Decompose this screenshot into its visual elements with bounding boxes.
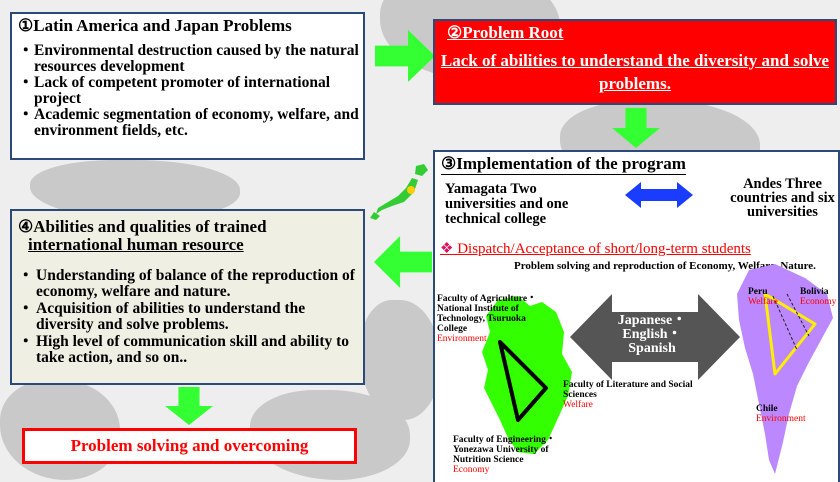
chile-field: Environment xyxy=(756,414,806,424)
agriculture-field: Environment xyxy=(437,334,487,344)
engineering-label: Faculty of Engineering・Yonezawa Universi… xyxy=(453,435,585,475)
problem-root-box: ②Problem Root Lack of abilities to under… xyxy=(433,19,837,105)
engineering-field: Economy xyxy=(453,465,490,475)
bolivia-field: Economy xyxy=(800,297,837,307)
japan-map-icon xyxy=(370,164,428,220)
chile-label: Chile Environment xyxy=(756,404,806,424)
andes-label: Andes Three countries and six universiti… xyxy=(730,176,835,220)
box4-title: ④Abilities and qualities of trained inte… xyxy=(18,218,358,254)
box3-title: ③Implementation of the program xyxy=(441,154,686,175)
language-double-arrow xyxy=(570,294,740,380)
box5-text: Problem solving and overcoming xyxy=(70,436,309,455)
peru-name: Peru xyxy=(748,287,768,297)
box2-body: Lack of abilities to understand the dive… xyxy=(440,51,830,93)
list-item: High level of communication skill and ab… xyxy=(18,334,362,366)
box2-title: ②Problem Root xyxy=(447,23,564,42)
agriculture-name: Faculty of Agriculture・National Institut… xyxy=(437,294,537,334)
literature-label: Faculty of Literature and Social Science… xyxy=(563,380,695,410)
chile-name: Chile xyxy=(756,404,778,414)
list-item: Acquisition of abilities to understand t… xyxy=(18,301,362,333)
literature-name: Faculty of Literature and Social Science… xyxy=(563,380,693,400)
list-item: Understanding of balance of the reproduc… xyxy=(18,268,362,300)
peru-field: Welfare xyxy=(748,297,778,307)
problem-solving-text: Problem solving and reproduction of Econ… xyxy=(514,260,816,272)
list-item: Environmental destruction caused by the … xyxy=(18,43,362,75)
double-arrow-icon xyxy=(625,182,693,208)
agriculture-label: Faculty of Agriculture・National Institut… xyxy=(437,294,555,344)
diamond-bullet-icon: ❖ xyxy=(440,241,454,257)
yamagata-label: Yamagata Two universities and one techni… xyxy=(445,181,569,227)
problems-list: Environmental destruction caused by the … xyxy=(18,43,362,139)
problem-solving-box: Problem solving and overcoming xyxy=(22,428,357,464)
latin-america-japan-problems-box: ①Latin America and Japan Problems Enviro… xyxy=(10,12,365,160)
box1-title: ①Latin America and Japan Problems xyxy=(18,16,292,35)
literature-field: Welfare xyxy=(563,400,593,410)
box4-title-line2: international human resource xyxy=(28,235,244,254)
list-item: Academic segmentation of economy, welfar… xyxy=(18,107,362,139)
abilities-qualities-box: ④Abilities and qualities of trained inte… xyxy=(10,209,365,385)
dispatch-line: ❖ Dispatch/Acceptance of short/long-term… xyxy=(440,239,751,258)
languages-label: Japanese・English・Spanish xyxy=(617,313,687,356)
peru-label: Peru Welfare xyxy=(748,287,778,307)
abilities-list: Understanding of balance of the reproduc… xyxy=(18,268,362,367)
list-item: Lack of competent promoter of internatio… xyxy=(18,75,362,107)
engineering-name: Faculty of Engineering・Yonezawa Universi… xyxy=(453,435,556,465)
bolivia-label: Bolivia Economy xyxy=(800,287,836,307)
box4-title-line1: ④Abilities and qualities of trained xyxy=(18,217,267,236)
yamagata-map xyxy=(482,296,572,454)
bolivia-name: Bolivia xyxy=(800,287,829,297)
south-america-map xyxy=(737,264,833,474)
dispatch-text: Dispatch/Acceptance of short/long-term s… xyxy=(457,241,751,257)
